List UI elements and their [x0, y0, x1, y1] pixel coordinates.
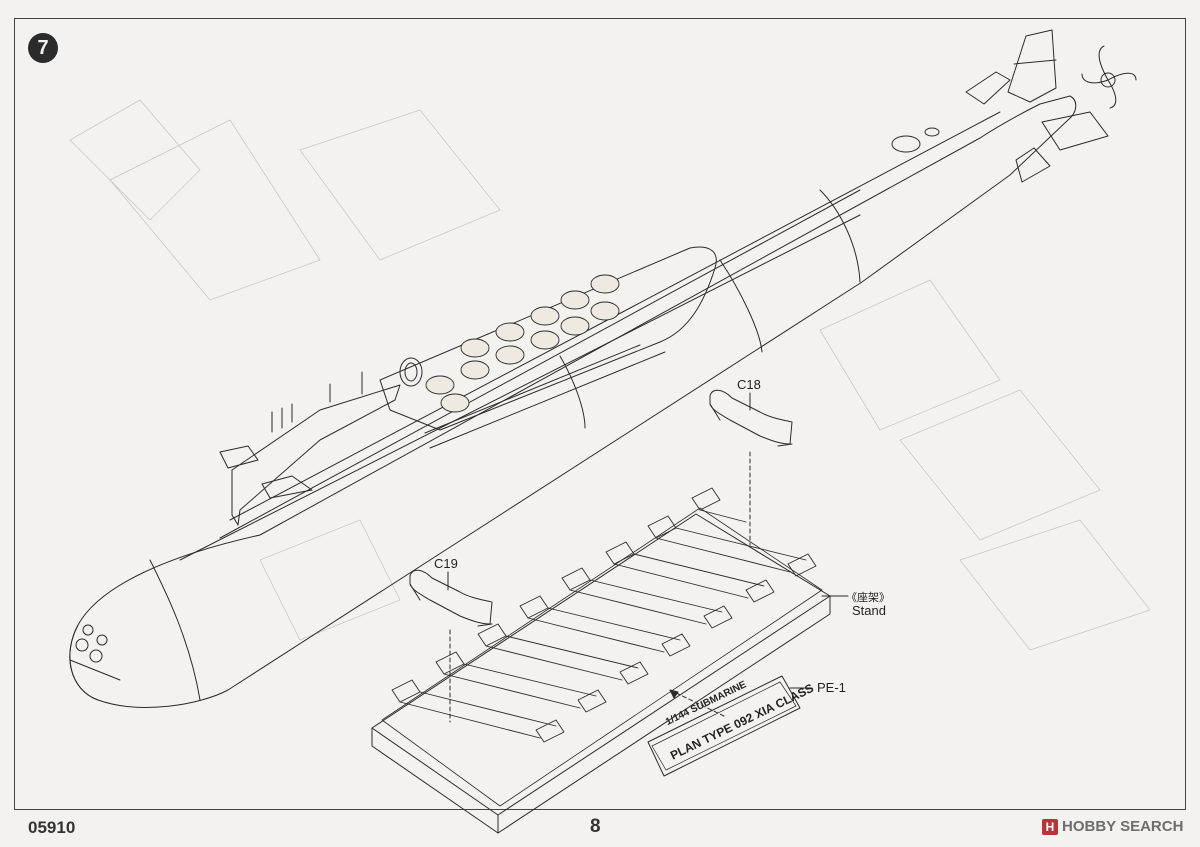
label-stand-cn: 《座架》	[846, 592, 890, 604]
pe1-guide-line	[670, 690, 724, 716]
submarine-hull	[70, 96, 1076, 707]
part-c18	[710, 390, 792, 446]
stern-fins	[892, 30, 1108, 182]
product-code: 05910	[28, 818, 76, 837]
watermark: H HOBBY SEARCH	[1042, 818, 1183, 835]
watermark-text: HOBBY SEARCH	[1062, 818, 1184, 835]
watermark-logo-icon: H	[1042, 818, 1058, 835]
page-number: 8	[590, 816, 601, 837]
label-pe1: PE-1	[817, 680, 846, 695]
background-sketch	[70, 100, 1150, 650]
conning-tower	[220, 358, 422, 525]
missile-deck	[380, 247, 716, 448]
stand-cradles	[392, 488, 816, 742]
step-number-badge: 7	[28, 33, 58, 63]
step-number: 7	[37, 36, 49, 59]
propeller	[1082, 46, 1136, 108]
label-c18: C18	[737, 377, 761, 392]
nameplate-pe1	[648, 676, 800, 776]
page-border	[14, 18, 1186, 810]
missile-hatches	[426, 275, 619, 412]
pe1-arrowhead	[670, 690, 678, 698]
label-c19: C19	[434, 556, 458, 571]
part-c19	[410, 570, 492, 626]
label-stand-en: Stand	[852, 603, 886, 618]
